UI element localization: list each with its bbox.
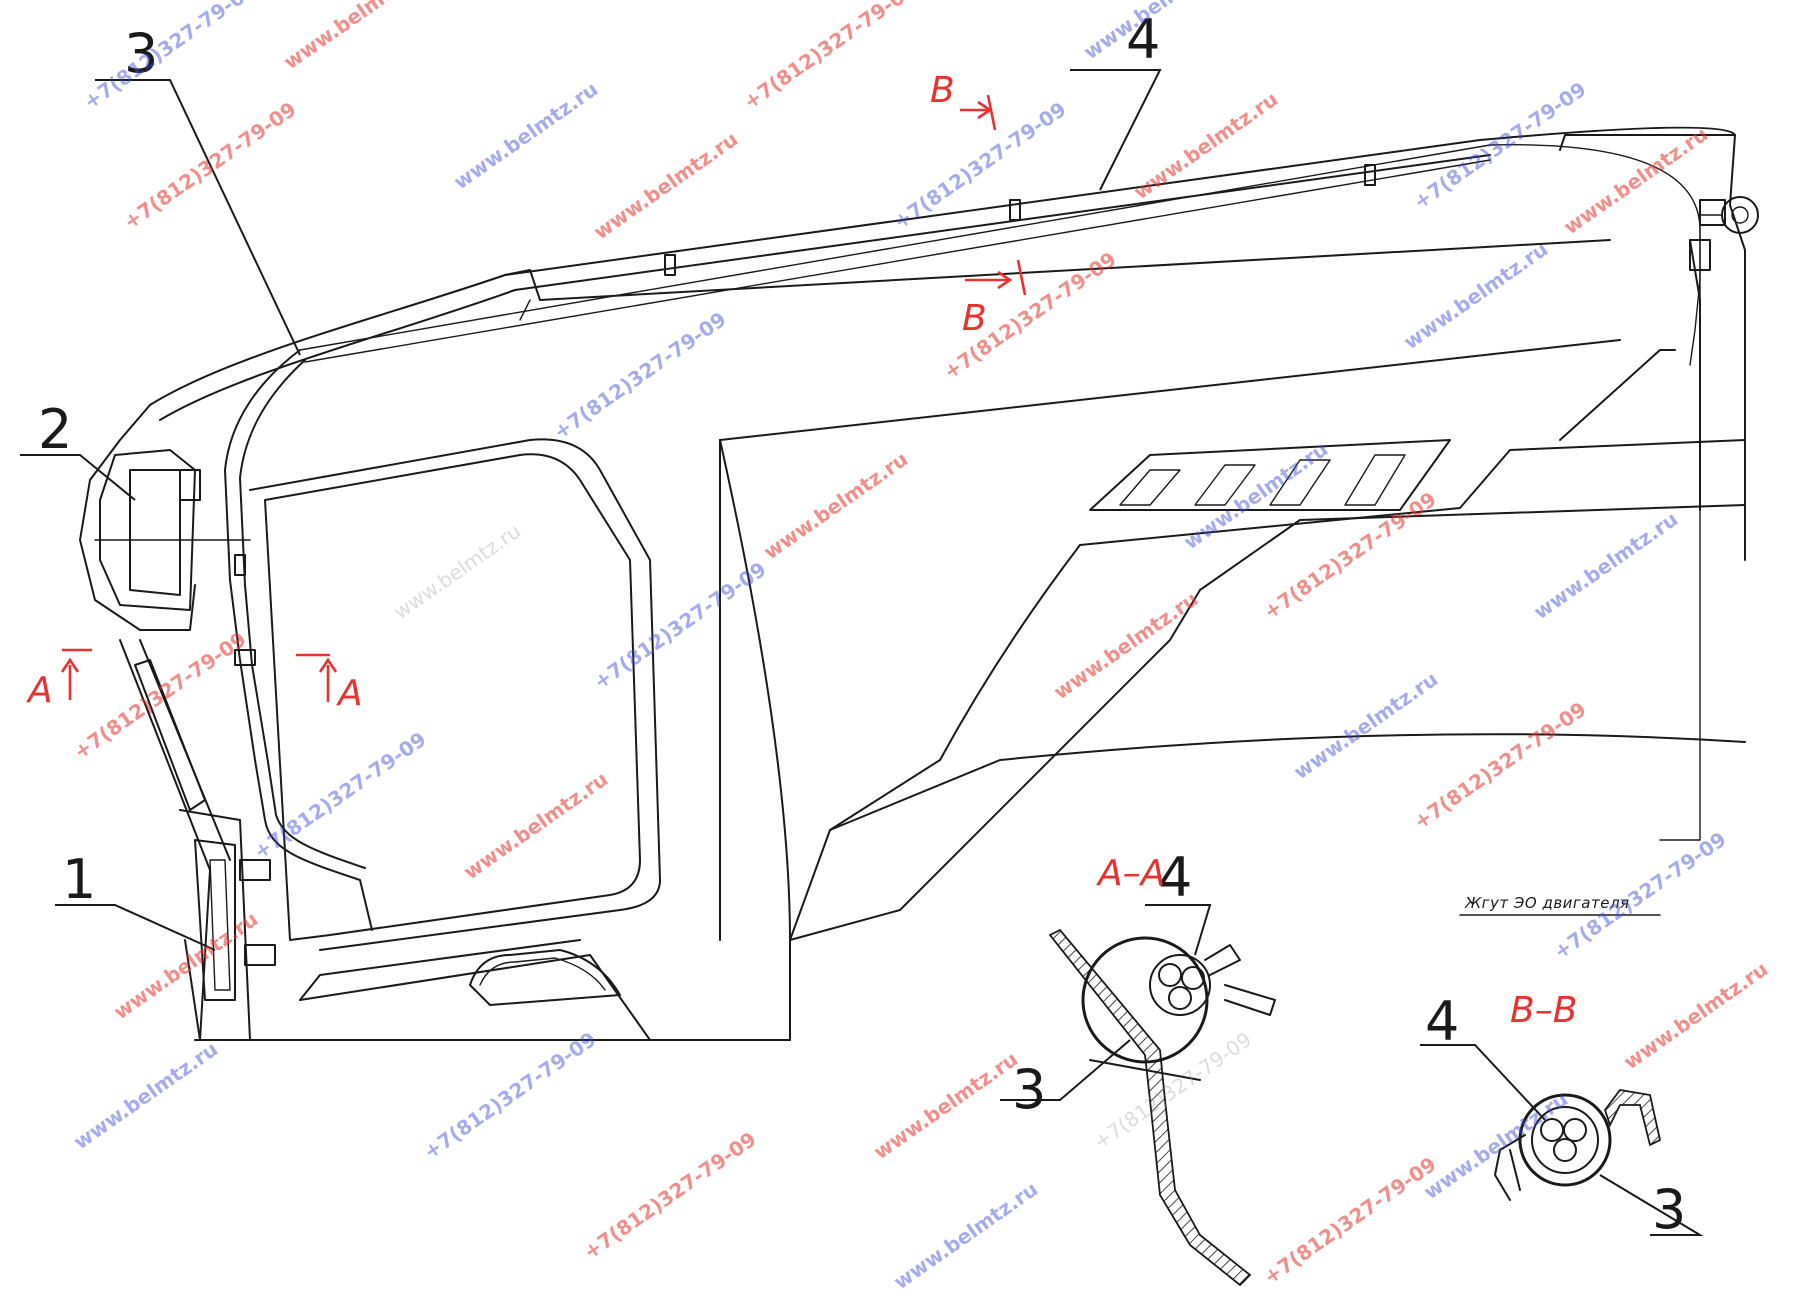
note-label: Жгут ЭО двигателя: [1464, 894, 1630, 912]
watermark-url: www.belmtz.ru: [1619, 957, 1772, 1074]
watermark-phone: +7(812)327-79-09: [119, 97, 300, 234]
watermark-phone: +7(812)327-79-09: [739, 0, 920, 114]
watermark-phone: +7(812)327-79-09: [1409, 697, 1590, 834]
watermark-url: www.belmtz.ru: [449, 77, 602, 194]
section-bb-detail: [1494, 1089, 1662, 1201]
callout-1: 1: [62, 848, 96, 911]
section-title-bb: B–B: [1510, 990, 1577, 1031]
watermark-url: www.belmtz.ru: [1399, 237, 1552, 354]
watermark-url: www.belmtz.ru: [1289, 667, 1442, 784]
callout-numbers: 1 2 3 4 4 3 4 3: [38, 8, 1686, 1241]
watermark-url: www.belmtz.ru: [1419, 1087, 1572, 1204]
wiring-harness: [224, 144, 1759, 931]
watermark-url: www.belmtz.ru: [69, 1037, 222, 1154]
watermark-phone: +7(812)327-79-09: [419, 1027, 600, 1164]
callout-4-aa: 4: [1158, 846, 1192, 909]
section-aa-detail: [1048, 928, 1276, 1287]
watermark-phone: +7(812)327-79-09: [79, 0, 260, 114]
section-mark-a-left: A: [26, 670, 53, 711]
callout-3-top: 3: [124, 22, 158, 85]
watermark-url: www.belmtz.ru: [889, 1177, 1042, 1294]
watermark-url: www.belmtz.ru: [759, 447, 912, 564]
callout-4-bb: 4: [1425, 990, 1459, 1053]
callout-4-top: 4: [1126, 8, 1160, 71]
lower-vent: [469, 949, 621, 1006]
section-title-aa: A–A: [1096, 853, 1165, 894]
callout-3-bb: 3: [1652, 1178, 1686, 1241]
leader-lines: [20, 69, 1704, 1236]
watermark-phone: +7(812)327-79-09: [1259, 487, 1440, 624]
section-marks: A A B B A–A B–B: [26, 70, 1577, 1031]
watermark-phone: +7(812)327-79-09: [249, 727, 430, 864]
watermark-phone: +7(812)327-79-09: [589, 557, 770, 694]
callout-2: 2: [38, 398, 72, 461]
watermark-url: www.belmtz.ru: [1529, 507, 1682, 624]
callout-3-aa: 3: [1012, 1058, 1046, 1121]
watermark-phone: +7(812)327-79-09: [549, 307, 730, 444]
hood-panel: [149, 126, 1746, 1041]
watermark-url: www.belmtz.ru: [1049, 587, 1202, 704]
watermark-url: www.belmtz.ru: [279, 0, 432, 74]
watermark-url: www.belmtz.ru: [589, 127, 742, 244]
watermark-url: www.belmtz.ru: [389, 519, 525, 624]
front-light-assembly: [79, 404, 276, 1041]
harness-note: Жгут ЭО двигателя: [1459, 894, 1661, 916]
section-mark-b-bottom: B: [962, 298, 987, 339]
watermark-url: www.belmtz.ru: [459, 767, 612, 884]
watermark-layer: www.belmtz.ru +7(812)327-79-09 www.belmt…: [69, 0, 1772, 1294]
watermark-url: www.belmtz.ru: [109, 907, 262, 1024]
watermark-phone: +7(812)327-79-09: [1089, 1027, 1256, 1154]
watermark-phone: +7(812)327-79-09: [579, 1127, 760, 1264]
vent-slots: [1089, 439, 1451, 511]
section-mark-a-right: A: [336, 673, 363, 714]
section-mark-b-top: B: [930, 70, 955, 111]
watermark-phone: +7(812)327-79-09: [1259, 1152, 1440, 1289]
watermark-url: www.belmtz.ru: [1559, 122, 1712, 239]
watermark-url: www.belmtz.ru: [869, 1047, 1022, 1164]
